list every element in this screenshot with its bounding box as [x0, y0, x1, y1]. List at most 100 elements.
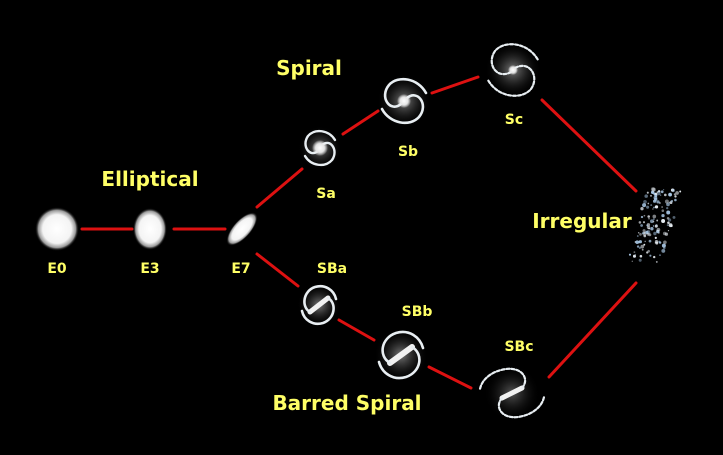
irregular-speck [666, 217, 670, 220]
irregular-speck [636, 235, 639, 237]
irregular-speck [652, 218, 655, 221]
irregular-speck [646, 205, 650, 209]
irregular-speck [642, 229, 646, 233]
irregular-speck [654, 192, 658, 196]
irregular-speck [636, 245, 640, 248]
irregular-speck [661, 213, 665, 218]
irregular-speck [663, 193, 667, 197]
irregular-speck [663, 246, 666, 250]
irregular-speck [646, 224, 649, 227]
irregular-speck [650, 190, 655, 195]
irregular-speck [651, 187, 656, 192]
irregular-speck [655, 260, 658, 263]
label-sb: Sb [398, 144, 418, 160]
irregular-speck [656, 219, 659, 222]
galaxy-irregular [628, 187, 682, 263]
irregular-speck [666, 210, 671, 215]
irregular-speck [638, 221, 642, 224]
irregular-speck [643, 232, 646, 234]
label-e7: E7 [231, 261, 250, 277]
galaxy-sa [298, 126, 342, 170]
irregular-speck [654, 205, 659, 209]
irregular-speck [643, 199, 647, 204]
irregular-speck [656, 227, 661, 232]
group-label-elliptical: Elliptical [101, 167, 198, 191]
irregular-speck [643, 243, 646, 246]
irregular-speck [661, 206, 663, 208]
irregular-speck [648, 218, 650, 220]
irregular-speck [634, 253, 637, 256]
irregular-speck [668, 223, 673, 228]
irregular-speck [644, 194, 648, 198]
irregular-speck [656, 191, 659, 193]
connector-sc-irregular [540, 98, 638, 193]
e3-galaxy-shape [133, 208, 167, 250]
galaxy-sbc [478, 365, 546, 421]
irregular-speck [659, 194, 662, 196]
irregular-speck [646, 232, 650, 236]
irregular-speck [647, 202, 650, 205]
label-sba: SBa [317, 261, 347, 277]
irregular-speck [642, 203, 647, 208]
irregular-speck [649, 254, 652, 257]
irregular-speck [661, 248, 666, 253]
galaxy-e3 [133, 208, 167, 250]
irregular-speck [668, 192, 672, 197]
irregular-speck [652, 208, 654, 210]
galaxy-e7 [226, 212, 258, 246]
irregular-speck [664, 232, 669, 236]
irregular-speck [637, 240, 641, 244]
irregular-speck [631, 260, 633, 262]
galaxy-sbb [374, 328, 428, 382]
irregular-speck [660, 190, 664, 194]
galaxy-e0 [35, 207, 79, 251]
irregular-speck [653, 255, 656, 259]
irregular-speck [675, 191, 679, 195]
label-sc: Sc [505, 112, 523, 128]
irregular-speck [667, 229, 670, 232]
connector-sba-sbb [337, 318, 376, 342]
galaxy-sc [485, 42, 541, 98]
group-label-irregular: Irregular [532, 209, 632, 233]
irregular-speck [644, 240, 646, 243]
irregular-speck [667, 221, 670, 225]
irregular-speck [673, 193, 676, 196]
irregular-speck [672, 215, 676, 219]
irregular-speck [658, 240, 661, 243]
connector-sa-sb [341, 109, 380, 136]
label-sa: Sa [316, 186, 336, 202]
irregular-speck [671, 188, 675, 193]
irregular-speck [652, 214, 657, 219]
label-e0: E0 [47, 261, 67, 277]
label-e3: E3 [140, 261, 159, 277]
irregular-speck [661, 209, 665, 212]
irregular-speck [650, 194, 652, 197]
irregular-speck [662, 188, 665, 191]
group-label-spiral: Spiral [276, 56, 342, 80]
connector-e7-sa [255, 167, 304, 209]
irregular-speck [628, 253, 632, 256]
group-label-barred-spiral: Barred Spiral [272, 391, 421, 415]
irregular-speck [655, 224, 658, 226]
irregular-speck [647, 215, 650, 218]
irregular-speck [666, 202, 670, 207]
label-sbb: SBb [402, 304, 433, 320]
irregular-speck [663, 240, 667, 245]
irregular-speck [652, 225, 655, 227]
irregular-speck [661, 219, 666, 223]
irregular-speck [638, 258, 642, 262]
irregular-speck [653, 199, 657, 203]
irregular-speck [647, 249, 650, 253]
connector-sb-sc [430, 75, 480, 95]
irregular-speck [652, 220, 655, 223]
e7-galaxy-shape [226, 212, 258, 246]
irregular-speck [653, 195, 658, 200]
irregular-speck [640, 207, 644, 211]
irregular-speck [641, 248, 644, 251]
irregular-speck [637, 231, 640, 234]
irregular-speck [666, 224, 669, 227]
irregular-speck [679, 190, 682, 193]
irregular-speck [666, 206, 669, 210]
irregular-speck [659, 254, 661, 256]
